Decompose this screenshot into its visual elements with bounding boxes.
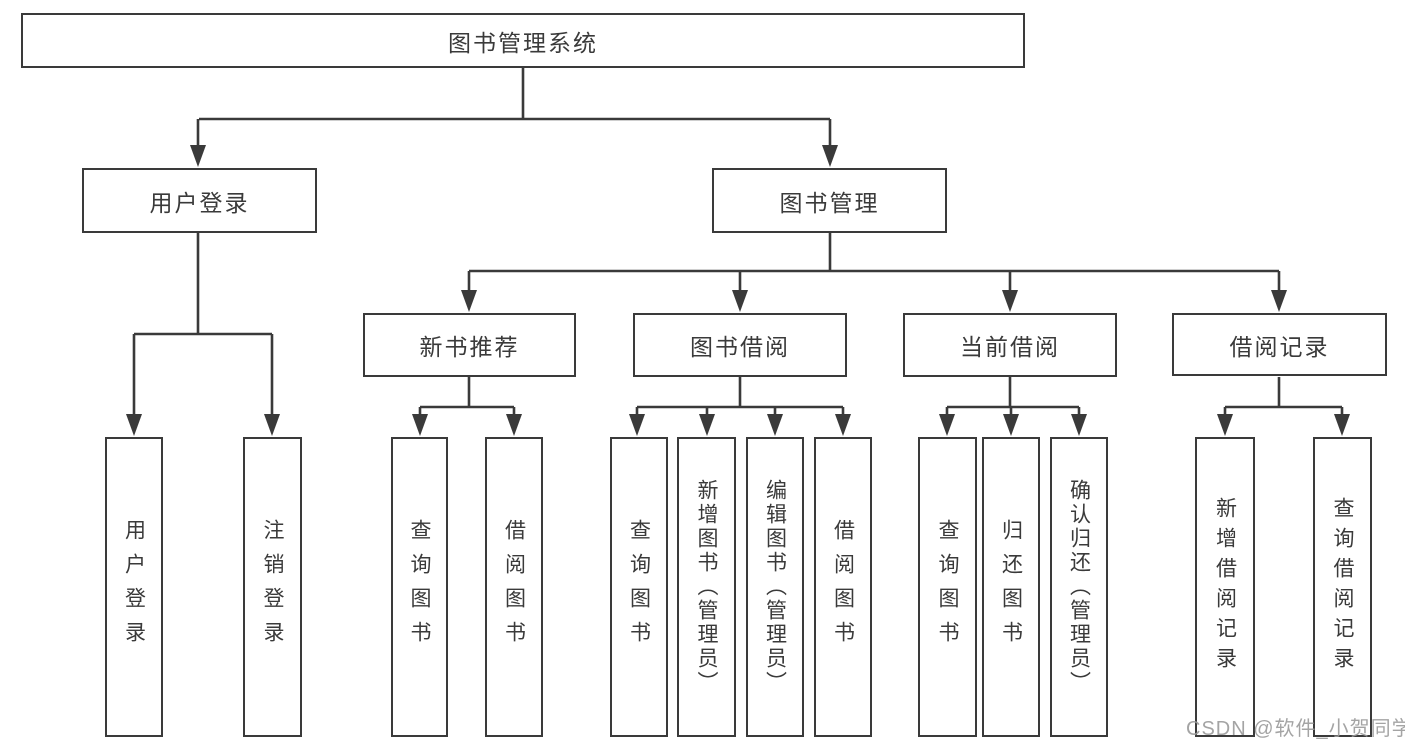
node-leaf-confirm-return-admin: 确认归还（管理员） [1050, 437, 1108, 737]
arrowhead-icon [264, 414, 280, 436]
arrowhead-icon [1334, 414, 1350, 436]
node-leaf-user-login: 用户登录 [105, 437, 163, 737]
node-leaf-borrow-books-1: 借阅图书 [485, 437, 543, 737]
arrowhead-icon [822, 145, 838, 167]
arrowhead-icon [461, 290, 477, 312]
node-new-book-recommendation: 新书推荐 [363, 313, 576, 377]
arrowhead-icon [126, 414, 142, 436]
arrowhead-icon [1002, 290, 1018, 312]
arrowhead-icon [412, 414, 428, 436]
node-leaf-add-books-admin: 新增图书（管理员） [677, 437, 736, 737]
node-library-management-system: 图书管理系统 [21, 13, 1025, 68]
node-leaf-return-books: 归还图书 [982, 437, 1040, 737]
arrowhead-icon [699, 414, 715, 436]
node-leaf-query-books-2: 查询图书 [610, 437, 668, 737]
node-leaf-borrow-books-2: 借阅图书 [814, 437, 872, 737]
node-current-borrowing: 当前借阅 [903, 313, 1117, 377]
node-borrowing-records: 借阅记录 [1172, 313, 1387, 376]
node-user-login: 用户登录 [82, 168, 317, 233]
node-leaf-query-books-3: 查询图书 [918, 437, 977, 737]
node-book-borrowing: 图书借阅 [633, 313, 847, 377]
arrowhead-icon [629, 414, 645, 436]
arrowhead-icon [1071, 414, 1087, 436]
arrowhead-icon [1217, 414, 1233, 436]
node-leaf-logout: 注销登录 [243, 437, 302, 737]
arrowhead-icon [835, 414, 851, 436]
arrowhead-icon [190, 145, 206, 167]
arrowhead-icon [732, 290, 748, 312]
node-leaf-add-borrow-record: 新增借阅记录 [1195, 437, 1255, 737]
arrowhead-icon [939, 414, 955, 436]
arrowhead-icon [1271, 290, 1287, 312]
node-book-management: 图书管理 [712, 168, 947, 233]
arrowhead-icon [767, 414, 783, 436]
arrowhead-icon [1003, 414, 1019, 436]
arrowhead-icon [506, 414, 522, 436]
node-leaf-edit-books-admin: 编辑图书（管理员） [746, 437, 804, 737]
node-leaf-query-borrow-record: 查询借阅记录 [1313, 437, 1372, 737]
node-leaf-query-books-1: 查询图书 [391, 437, 448, 737]
watermark-text: CSDN @软件_小贺同学 [1186, 718, 1405, 740]
